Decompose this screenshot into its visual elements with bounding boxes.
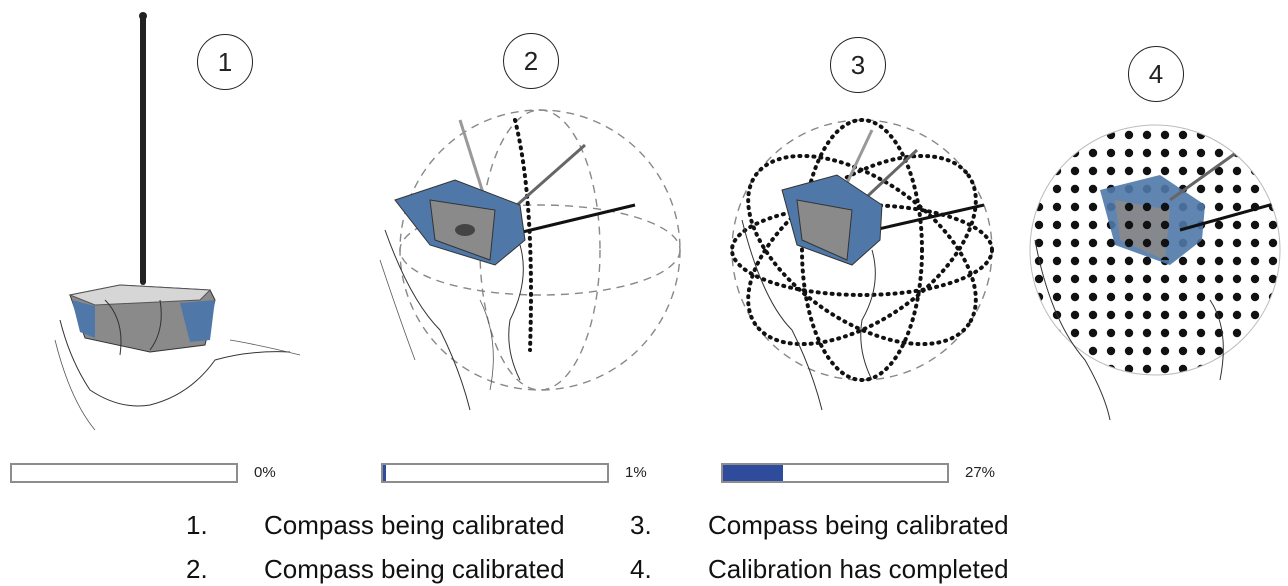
step-number-badge: 4 [1128, 46, 1184, 102]
legend-number: 4. [630, 554, 652, 584]
receiver-rotation-sphere-illustration [730, 118, 994, 411]
receiver-held-level-illustration [54, 12, 301, 431]
step-1-panel: 1 [0, 0, 322, 440]
progress-percent: 0% [254, 464, 276, 481]
legend-item: 2. Compass being calibrated [186, 554, 565, 585]
step-number-badge: 2 [503, 33, 559, 89]
progress-percent: 1% [625, 464, 647, 481]
step-number: 4 [1148, 58, 1164, 89]
legend-number: 1. [186, 510, 208, 540]
progress-track [10, 463, 238, 483]
step-4-panel: 4 [1029, 0, 1288, 440]
legend-text: Calibration has completed [708, 554, 1009, 584]
progress-percent: 27% [965, 464, 996, 481]
legend-number: 2. [186, 554, 208, 584]
legend-text: Compass being calibrated [264, 554, 565, 584]
step-number-badge: 1 [197, 34, 253, 90]
calibration-complete-sphere-illustration [1029, 124, 1281, 421]
legend-item: 1. Compass being calibrated [186, 510, 565, 541]
receiver-rotation-sphere-illustration [379, 109, 681, 411]
progress-fill [383, 465, 386, 481]
legend-item: 3. Compass being calibrated [630, 510, 1009, 541]
legend-number: 3. [630, 510, 652, 540]
step-2-panel: 2 [370, 0, 692, 440]
legend-text: Compass being calibrated [264, 510, 565, 540]
legend-item: 4. Calibration has completed [630, 554, 1009, 585]
step-number: 3 [850, 49, 866, 80]
legend-text: Compass being calibrated [708, 510, 1009, 540]
step-3-panel: 3 [722, 0, 1044, 440]
step-number: 1 [217, 46, 233, 77]
step-number-badge: 3 [830, 37, 886, 93]
step-number: 2 [523, 45, 539, 76]
progress-track [381, 463, 609, 483]
progress-fill [723, 465, 784, 481]
